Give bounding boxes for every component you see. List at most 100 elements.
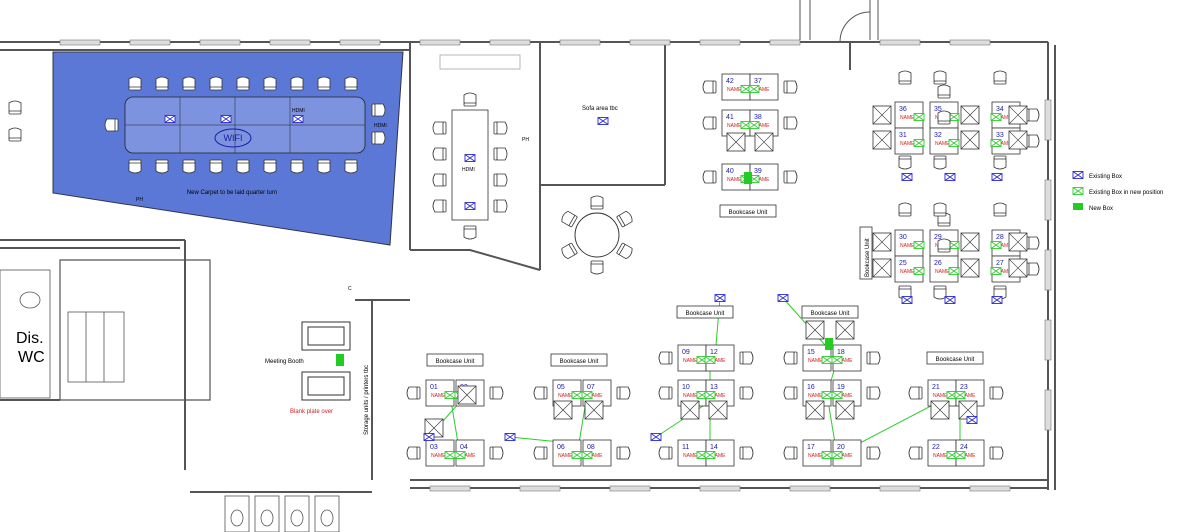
moved-box-icon [913,113,925,121]
desk-name: NAME [838,393,853,399]
desk-number: 35 [934,106,942,113]
bookcase-label: Bookcase Unit [865,238,871,277]
desk-chair [866,446,881,460]
moved-box-icon [948,113,960,121]
desk-chair [489,446,504,460]
boardroom-chair [209,159,223,174]
display-unit [439,54,521,70]
desk-number: 17 [807,444,815,451]
round-table-chair [590,260,604,275]
desk-chair [898,202,912,217]
desk-chair [937,84,951,99]
desk-name: NAME [711,358,726,364]
bookcase-unit: Bookcase Unit [801,305,859,319]
pedestal-cabinet [680,400,700,420]
pedestal-cabinet [1008,130,1028,150]
desk-chair [989,446,1004,460]
blank-plate-note: Blank plate over [290,409,333,415]
moved-box-icon [954,391,966,399]
meeting-hdmi-tag: HDMI [462,167,475,173]
desk-chair [783,446,798,460]
moved-box-icon [571,451,583,459]
moved-box-icon [831,356,843,364]
desk-number: 06 [557,444,565,451]
bookcase-label: Bookcase Unit [936,357,975,363]
desk-number: 29 [934,234,942,241]
desk-name: NAME [711,453,726,459]
desk-name: NAME [900,141,915,147]
boardroom-hdmi-tag: HDMI [292,108,305,114]
moved-box-icon [748,121,760,129]
bookcase-label: Bookcase Unit [560,359,599,365]
moved-box-icon [913,241,925,249]
moved-box-icon [704,356,716,364]
desk-name: NAME [755,123,770,129]
desk-chair [993,155,1007,170]
wifi-label: WIFI [224,133,243,143]
desk-chair [406,386,421,400]
meeting-room-table [451,109,489,221]
boardroom-chair [371,131,386,145]
boardroom-chair [104,118,119,132]
round-table-chair [559,242,578,261]
pedestal-cabinet [960,130,980,150]
desk-chair [658,351,673,365]
desk-name: NAME [431,453,446,459]
round-table-chair [616,209,635,228]
legend: Existing Box Existing Box in new positio… [1072,171,1163,212]
moved-box-icon [704,391,716,399]
desk-chair [616,386,631,400]
desk-name: NAME [838,358,853,364]
meeting-floor-box [464,154,476,162]
desk-name: NAME [961,393,976,399]
meeting-booth [301,321,351,401]
legend-item-moved: Existing Box in new position [1089,190,1163,196]
desk-name: NAME [431,393,446,399]
boardroom-chair [182,159,196,174]
moved-box-icon [821,391,833,399]
desk-chair [908,386,923,400]
desk-name: NAME [933,453,948,459]
desk-number: 30 [899,234,907,241]
desk-name: NAME [900,115,915,121]
desk-number: 21 [932,384,940,391]
desk-number: 39 [754,168,762,175]
desk-chair [783,80,798,94]
meeting-chair [493,121,508,135]
desk-name: NAME [461,453,476,459]
desk-29[interactable]: 29NAME [929,212,960,257]
desk-number: 20 [837,444,845,451]
boardroom-table [124,96,366,154]
desk-chair [658,386,673,400]
pedestal-cabinet [872,130,892,150]
moved-box-icon [748,85,760,93]
desk-name: NAME [808,393,823,399]
